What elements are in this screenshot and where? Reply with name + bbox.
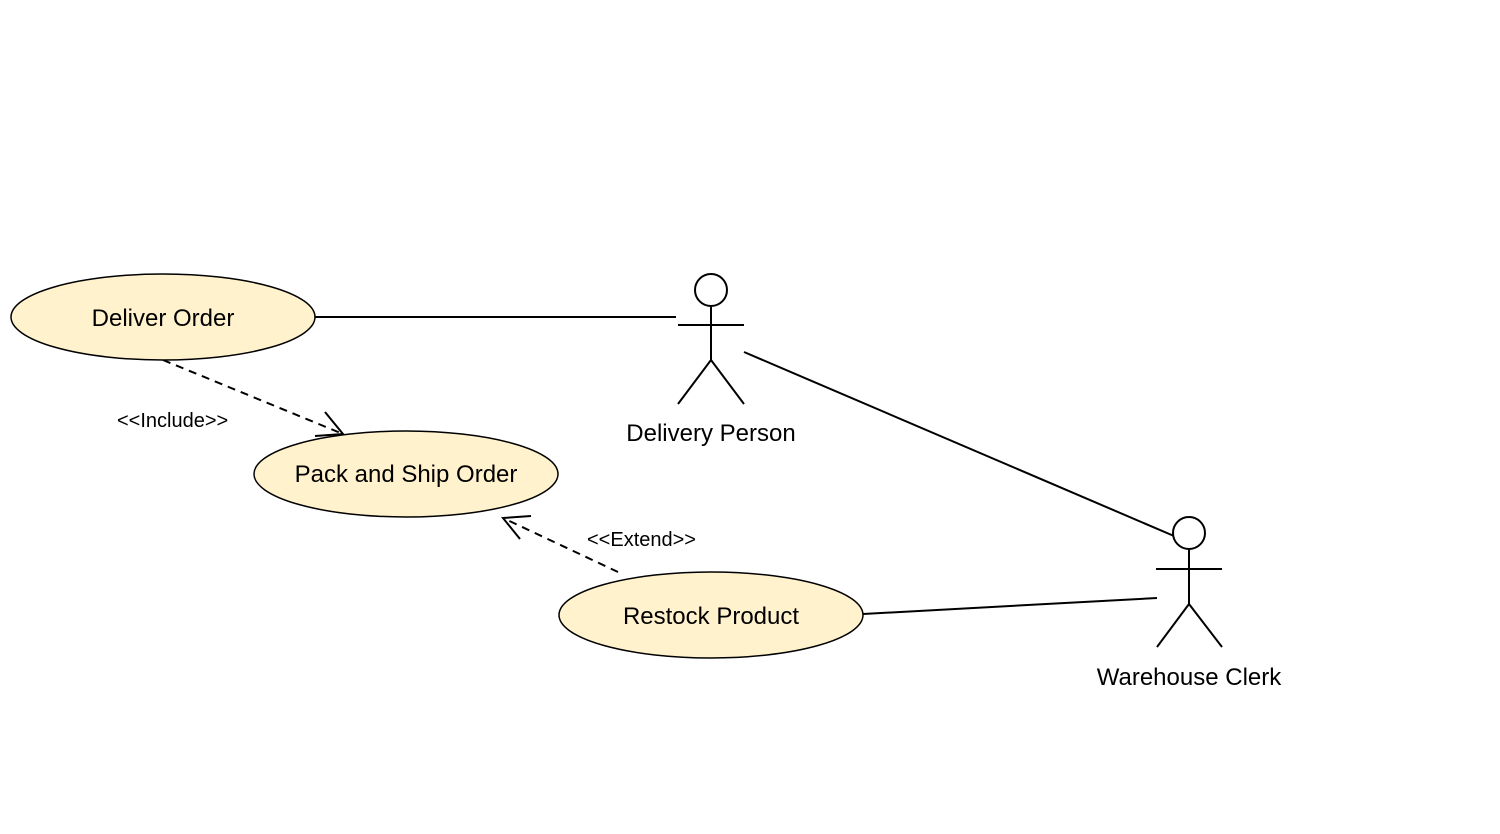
usecase-restock-product-shape — [558, 571, 864, 659]
actor-delivery-person-label: Delivery Person — [626, 420, 795, 447]
actor-warehouse-clerk[interactable]: Warehouse Clerk — [1097, 516, 1283, 691]
actor-delivery-person-right-leg — [710, 359, 745, 405]
actor-warehouse-clerk-left-leg — [1156, 603, 1190, 648]
actor-warehouse-clerk-head-icon — [1172, 516, 1206, 550]
actor-delivery-person-head-icon — [694, 273, 728, 307]
actor-warehouse-clerk-right-leg — [1188, 603, 1223, 648]
usecase-deliver-order[interactable]: Deliver Order — [10, 273, 316, 361]
include-relationship: <<Include>> — [117, 359, 345, 437]
usecase-restock-product[interactable]: Restock Product — [558, 571, 864, 659]
association-warehouse-clerk-restock-product — [862, 597, 1158, 615]
usecase-deliver-order-label: Deliver Order — [92, 305, 235, 332]
actor-delivery-person-left-leg — [677, 359, 712, 405]
include-dashed-line — [162, 359, 344, 435]
extend-arrowhead — [501, 515, 532, 540]
include-label: <<Include>> — [117, 410, 228, 432]
usecase-pack-and-ship-order-shape — [253, 430, 559, 518]
actor-delivery-person[interactable]: Delivery Person — [626, 273, 796, 447]
usecase-restock-product-label: Restock Product — [623, 603, 799, 630]
extend-relationship: <<Extend>> — [501, 515, 696, 573]
association-delivery-person-warehouse-clerk — [743, 351, 1175, 537]
usecase-deliver-order-shape — [10, 273, 316, 361]
extend-dashed-line — [502, 517, 619, 573]
actor-warehouse-clerk-label: Warehouse Clerk — [1097, 664, 1283, 691]
usecase-pack-and-ship-order-label: Pack and Ship Order — [295, 461, 518, 488]
usecase-pack-and-ship-order[interactable]: Pack and Ship Order — [253, 430, 559, 518]
extend-label: <<Extend>> — [587, 529, 696, 551]
